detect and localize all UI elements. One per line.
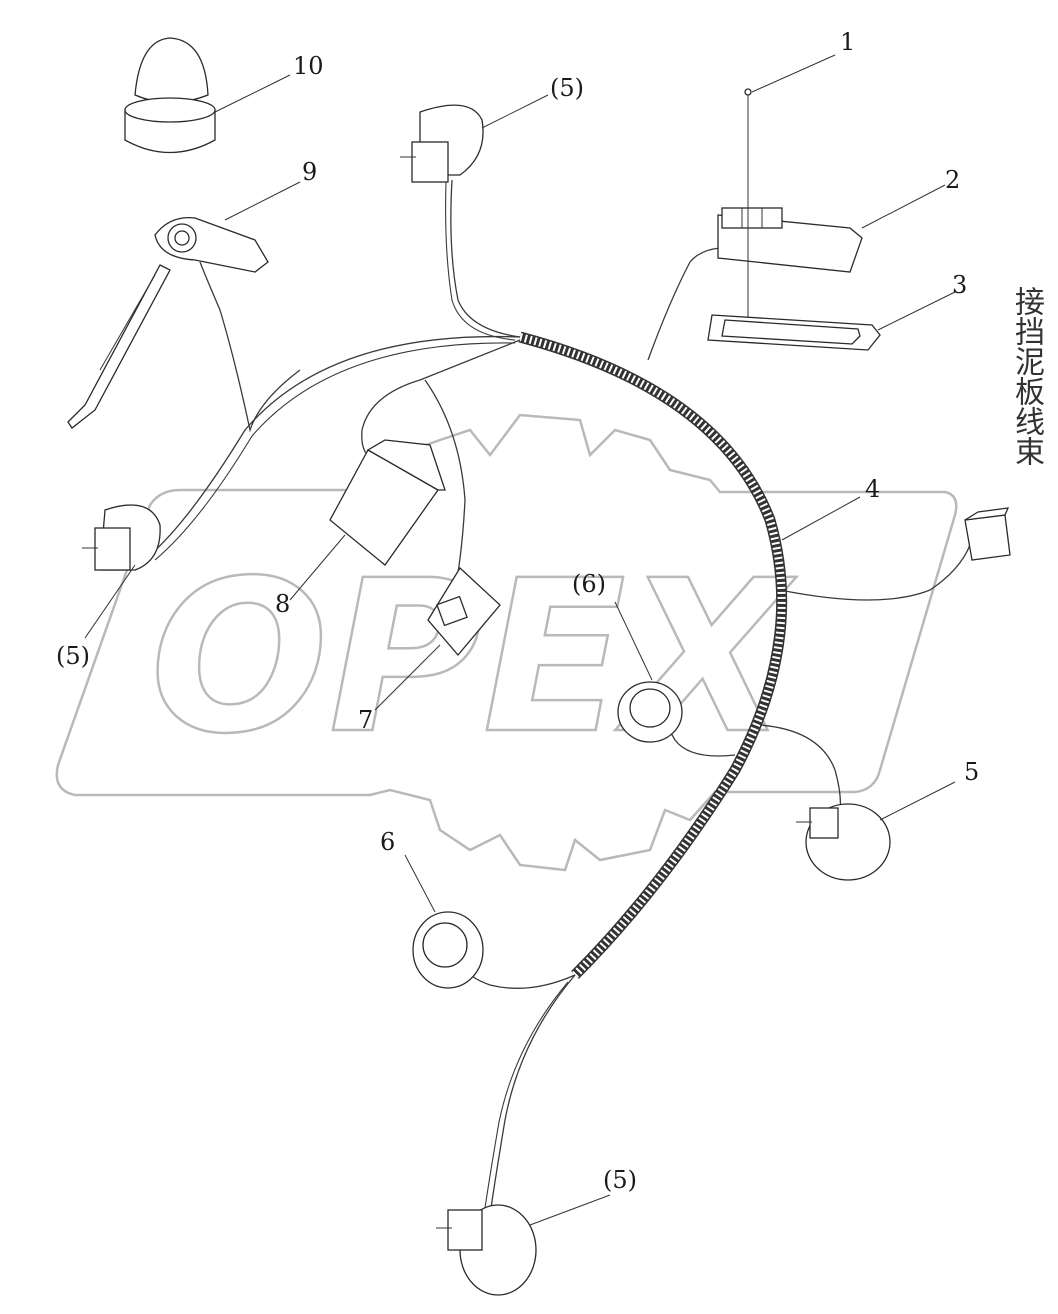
watermark-text: OPEX [150,535,797,780]
callout-6a: (6) [572,570,606,598]
lamp-part-5-bottom [436,1204,537,1296]
callout-3: 3 [952,271,967,299]
harness-4 [518,331,788,979]
gasket-part-3 [707,314,881,351]
lamp-part-5-left [82,504,161,571]
callout-7: 7 [358,706,373,734]
leader-lines [84,54,956,1226]
screw-part-1 [744,88,752,330]
harness-connection-label: 接挡泥板线束 [1009,286,1044,466]
callout-1: 1 [840,28,855,56]
lamp-part-5-right [796,803,891,881]
callout-2: 2 [945,166,960,194]
lamp-part-5-top [400,104,484,183]
grommet-part-6a [617,681,683,743]
switch-part-7 [427,566,501,657]
grommet-part-6 [412,911,484,989]
callout-4: 4 [865,475,880,503]
callout-9: 9 [302,158,317,186]
watermark-opex: OPEX [149,534,798,782]
switch-box-part-2 [717,207,863,273]
callout-5: 5 [964,758,979,786]
callout-6: 6 [380,828,395,856]
callout-5c: (5) [603,1166,637,1194]
beacon-lamp-part-10 [124,37,216,154]
module-part-8 [329,439,446,566]
watermark-gear [55,413,958,872]
callout-5a: (5) [550,74,584,102]
connector-plug [964,507,1011,561]
callout-5b: (5) [56,642,90,670]
callout-8: 8 [275,590,290,618]
callout-10: 10 [293,52,324,80]
wiper-motor-part-9 [67,216,269,429]
